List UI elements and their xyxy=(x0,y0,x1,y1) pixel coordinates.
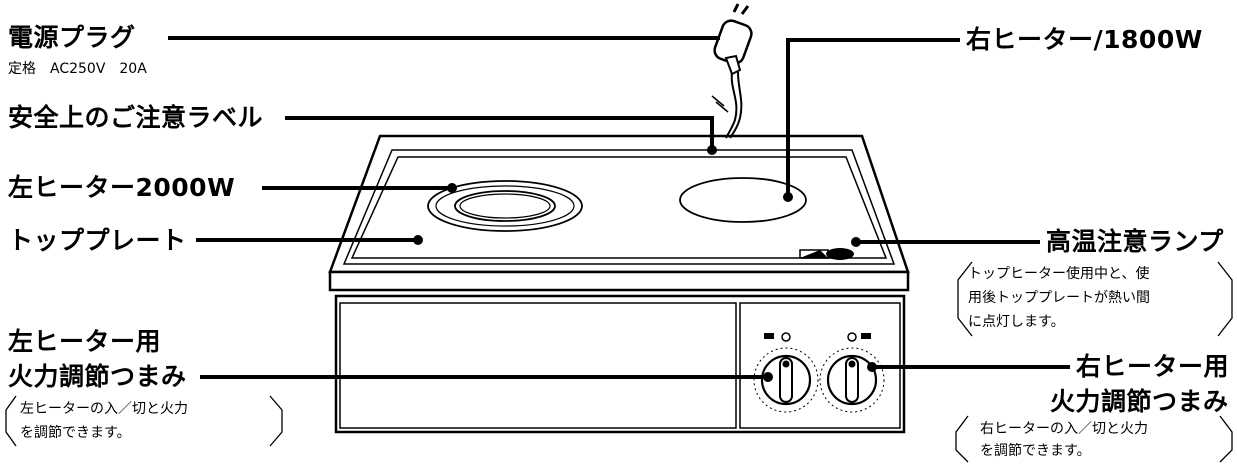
label-left-heater: 左ヒーター2000W xyxy=(8,173,236,202)
door-panel xyxy=(339,302,737,429)
left-heater xyxy=(427,180,583,232)
power-plug xyxy=(711,3,753,139)
label-right-knob-line2: 火力調節つまみ xyxy=(1050,387,1229,416)
note-right-knob-line: 右ヒーターの入／切と火力 xyxy=(980,421,1148,437)
note-hot-lamp-line: トップヒーター使用中と、使 xyxy=(968,266,1150,282)
label-left-knob-line1: 左ヒーター用 xyxy=(8,327,162,356)
label-safety-label: 安全上のご注意ラベル xyxy=(8,103,264,132)
note-left-knob: 左ヒーターの入／切と火力 を調節できます。 xyxy=(20,397,188,445)
knob-left[interactable] xyxy=(753,332,819,413)
label-hot-lamp: 高温注意ランプ xyxy=(1046,227,1224,256)
label-left-knob-line2: 火力調節つまみ xyxy=(8,362,187,391)
label-top-plate: トッププレート xyxy=(8,226,187,255)
note-right-knob-line: を調節できます。 xyxy=(980,443,1091,459)
right-heater xyxy=(679,177,807,223)
stove-unit xyxy=(328,134,910,434)
note-hot-lamp-line: 用後トッププレートが熱い間 xyxy=(968,290,1150,306)
note-hot-lamp: トップヒーター使用中と、使 用後トッププレートが熱い間 に点灯します。 xyxy=(968,262,1150,334)
note-brackets xyxy=(5,261,1233,463)
top-plate-inner xyxy=(342,149,896,265)
knob-right[interactable] xyxy=(819,332,885,413)
label-rating: 定格 AC250V 20A xyxy=(8,61,147,77)
label-right-heater: 右ヒーター/1800W xyxy=(966,25,1203,54)
leader-lines xyxy=(168,36,1070,382)
label-power-plug: 電源プラグ xyxy=(8,23,136,52)
label-right-knob-line1: 右ヒーター用 xyxy=(1076,352,1230,381)
note-left-knob-line: 左ヒーターの入／切と火力 xyxy=(20,401,188,417)
note-left-knob-line: を調節できます。 xyxy=(20,425,131,441)
top-plate-front xyxy=(328,270,910,292)
hot-lamp-indicator xyxy=(799,248,854,260)
note-hot-lamp-line: に点灯します。 xyxy=(968,314,1065,330)
note-right-knob: 右ヒーターの入／切と火力 を調節できます。 xyxy=(980,418,1148,462)
